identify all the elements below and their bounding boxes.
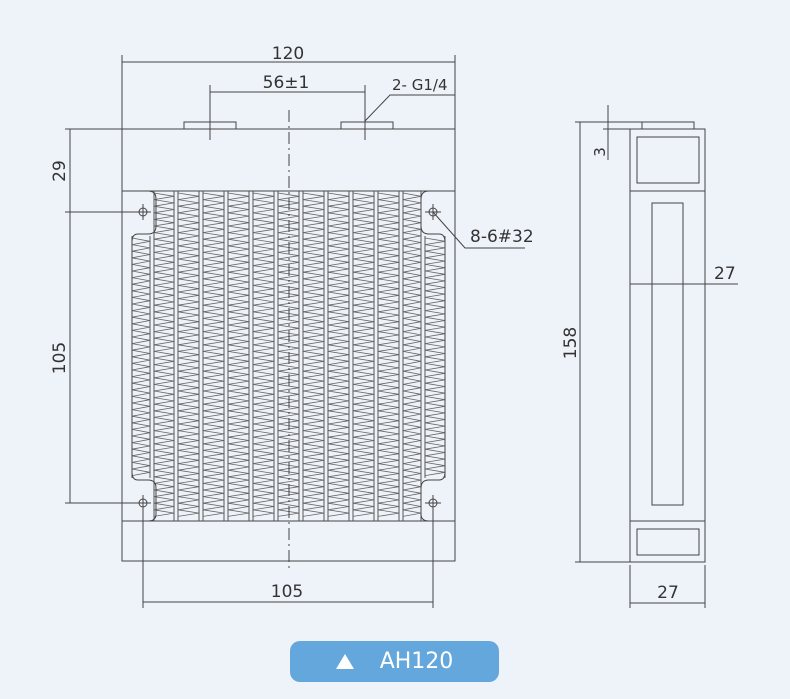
side-view <box>629 121 706 563</box>
fin-column <box>227 192 250 517</box>
dim-height: 158 <box>561 327 581 359</box>
dim-hole-vertical: 105 <box>50 342 70 374</box>
dim-hole-horizontal: 105 <box>271 582 303 602</box>
fin-column <box>131 237 151 476</box>
triangle-up-icon <box>335 654 354 669</box>
outlet-port <box>340 121 394 130</box>
dim-port-height: 3 <box>591 147 609 157</box>
dim-top-offset: 29 <box>50 160 70 182</box>
fin-column <box>177 192 200 517</box>
dim-width: 120 <box>272 44 304 64</box>
model-button[interactable]: AH120 <box>290 641 499 682</box>
dim-screw-spec: 8-6#32 <box>470 227 534 247</box>
fin-column <box>402 192 422 517</box>
fin-column <box>252 192 275 517</box>
fin-column <box>352 192 375 517</box>
dim-port-thread: 2- G1/4 <box>392 76 448 94</box>
fin-column <box>327 192 350 517</box>
dim-thickness-side: 27 <box>714 264 736 284</box>
fin-column <box>153 192 175 517</box>
model-label: AH120 <box>379 649 454 674</box>
fin-column <box>424 237 446 476</box>
mounting-hole-icon <box>135 495 151 511</box>
front-view <box>121 110 456 570</box>
dim-thickness-bottom: 27 <box>657 583 679 603</box>
fin-column <box>302 192 325 517</box>
mounting-hole-icon <box>135 204 151 220</box>
dim-port-spacing: 56±1 <box>263 73 310 93</box>
right-bracket <box>420 190 455 522</box>
dimension-lines <box>65 55 738 608</box>
fin-column <box>202 192 225 517</box>
fin-column <box>377 192 400 517</box>
mounting-hole-icon <box>425 495 441 511</box>
left-bracket <box>122 190 157 522</box>
